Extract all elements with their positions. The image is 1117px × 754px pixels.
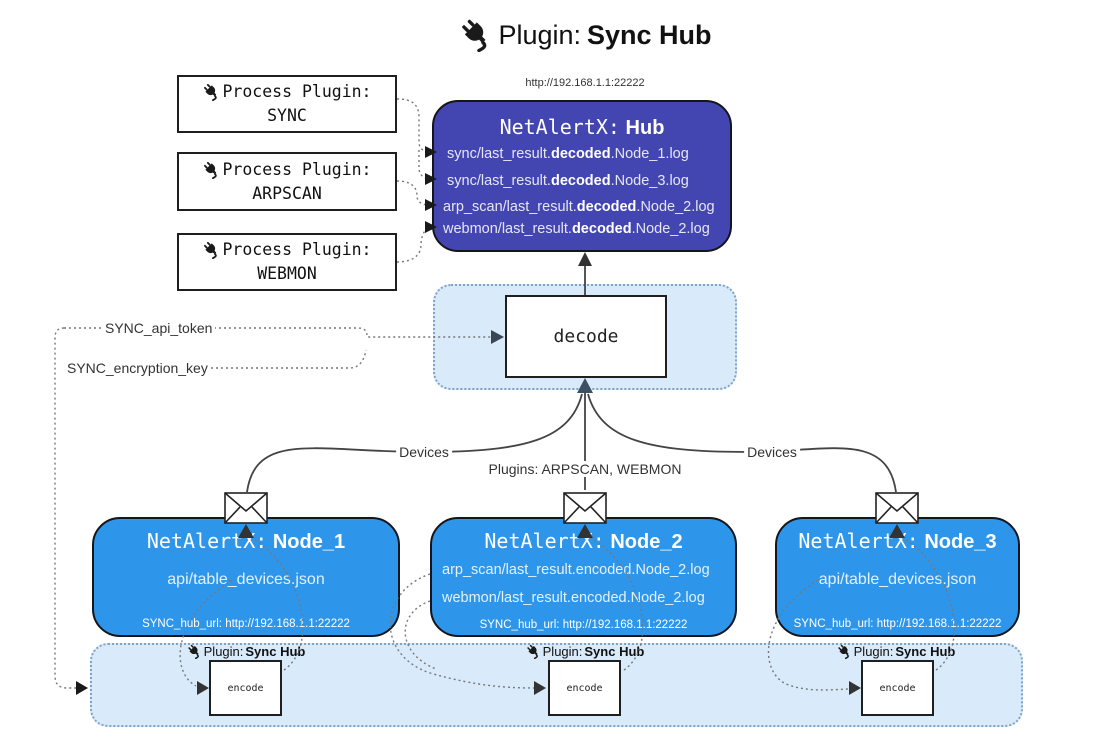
log-bold: decoded: [576, 199, 637, 215]
node-file-line: api/table_devices.json: [167, 571, 325, 588]
hub-title-prefix: NetAlertX:: [499, 115, 620, 139]
node-title: NetAlertX: Node_1: [94, 529, 398, 554]
plug-icon: [202, 161, 220, 179]
hub-log-line: sync/last_result.decoded.Node_3.log: [447, 173, 689, 189]
encode-label: encode: [566, 682, 603, 694]
netalertx-node3-card: NetAlertX: Node_3 api/table_devices.json…: [775, 517, 1020, 637]
decode-label: decode: [553, 326, 619, 347]
encode-label: encode: [227, 682, 264, 694]
node-title-name: Node_2: [610, 531, 683, 553]
log-pre: webmon/last_result.: [443, 221, 572, 237]
encode-box: encode: [861, 660, 934, 716]
process-plugin-webmon: Process Plugin: WEBMON: [177, 233, 397, 291]
plug-icon: [202, 241, 220, 259]
node-file-line: arp_scan/last_result.encoded.Node_2.log: [442, 562, 710, 578]
process-plugin-sync: Process Plugin: SYNC: [177, 75, 397, 133]
encode-label: encode: [879, 682, 916, 694]
hub-log-line: sync/last_result.decoded.Node_1.log: [447, 146, 689, 162]
process-plugin-label: Process Plugin:: [222, 82, 372, 102]
node-file-line: api/table_devices.json: [818, 571, 977, 588]
log-pre: sync/last_result.: [447, 173, 551, 189]
process-plugin-label: Process Plugin:: [222, 240, 372, 260]
plug-icon: [526, 644, 541, 659]
plug-icon: [202, 83, 220, 101]
encoder-plugin-name: Sync Hub: [245, 644, 306, 659]
log-post: .Node_3.log: [610, 173, 689, 189]
page-title-name: Sync Hub: [587, 19, 712, 50]
process-plugin-arpscan: Process Plugin: ARPSCAN: [177, 152, 397, 211]
plug-icon: [458, 18, 492, 52]
process-plugin-label: Process Plugin:: [222, 159, 372, 179]
node-file-line: webmon/last_result.encoded.Node_2.log: [442, 590, 705, 606]
netalertx-node1-card: NetAlertX: Node_1 api/table_devices.json…: [92, 517, 400, 637]
encoder-plugin-label: Plugin: Sync Hub: [526, 644, 645, 659]
node-hub-url: SYNC_hub_url: http://192.168.1.1:22222: [479, 619, 688, 631]
node-title-prefix: NetAlertX:: [146, 529, 268, 553]
encoder-plugin-label: Plugin: Sync Hub: [837, 644, 956, 659]
node-title-name: Node_3: [924, 531, 997, 553]
encode-box: encode: [209, 660, 282, 716]
hub-log-line: webmon/last_result.decoded.Node_2.log: [443, 221, 710, 237]
devices-left-label: Devices: [396, 444, 452, 460]
sync-api-token-label: SYNC_api_token: [102, 320, 216, 336]
process-plugin-name: SYNC: [267, 106, 307, 125]
page-title-prefix: Plugin:: [498, 19, 582, 50]
devices-right-label: Devices: [744, 444, 800, 460]
plug-icon: [187, 644, 202, 659]
plug-icon: [837, 644, 852, 659]
node-title-prefix: NetAlertX:: [798, 529, 919, 553]
plugins-mid-label: Plugins: ARPSCAN, WEBMON: [485, 461, 685, 477]
decode-box: decode: [505, 295, 667, 378]
process-plugin-name: ARPSCAN: [252, 183, 322, 203]
node-title-prefix: NetAlertX:: [484, 529, 605, 553]
encoder-plugin-prefix: Plugin:: [203, 644, 244, 659]
sync-encryption-key-label: SYNC_encryption_key: [64, 360, 211, 376]
node-hub-url: SYNC_hub_url: http://192.168.1.1:22222: [142, 618, 350, 630]
hub-url-label: http://192.168.1.1:22222: [525, 77, 645, 89]
node-title: NetAlertX: Node_3: [777, 529, 1018, 554]
log-post: .Node_2.log: [636, 199, 715, 215]
encoder-plugin-prefix: Plugin:: [853, 644, 894, 659]
node-title-name: Node_1: [272, 531, 346, 553]
netalertx-hub-card: NetAlertX: Hub sync/last_result.decoded.…: [432, 100, 732, 252]
hub-title: NetAlertX: Hub: [434, 115, 730, 140]
log-post: .Node_2.log: [631, 221, 710, 237]
log-bold: decoded: [550, 173, 611, 189]
encode-box: encode: [548, 660, 621, 716]
encoder-plugin-name: Sync Hub: [895, 644, 956, 659]
log-pre: sync/last_result.: [447, 146, 551, 162]
netalertx-node2-card: NetAlertX: Node_2 arp_scan/last_result.e…: [430, 517, 737, 637]
encoder-plugin-name: Sync Hub: [584, 644, 645, 659]
log-bold: decoded: [571, 221, 632, 237]
log-post: .Node_1.log: [610, 146, 689, 162]
page-title: Plugin: Sync Hub: [458, 18, 712, 52]
node-hub-url: SYNC_hub_url: http://192.168.1.1:22222: [793, 618, 1002, 630]
process-plugin-name: WEBMON: [257, 264, 317, 283]
node-title: NetAlertX: Node_2: [432, 529, 735, 554]
log-bold: decoded: [550, 146, 611, 162]
log-pre: arp_scan/last_result.: [443, 199, 577, 215]
hub-title-name: Hub: [625, 117, 665, 139]
hub-log-line: arp_scan/last_result.decoded.Node_2.log: [443, 199, 715, 215]
encoder-plugin-prefix: Plugin:: [542, 644, 583, 659]
encoder-plugin-label: Plugin: Sync Hub: [187, 644, 306, 659]
